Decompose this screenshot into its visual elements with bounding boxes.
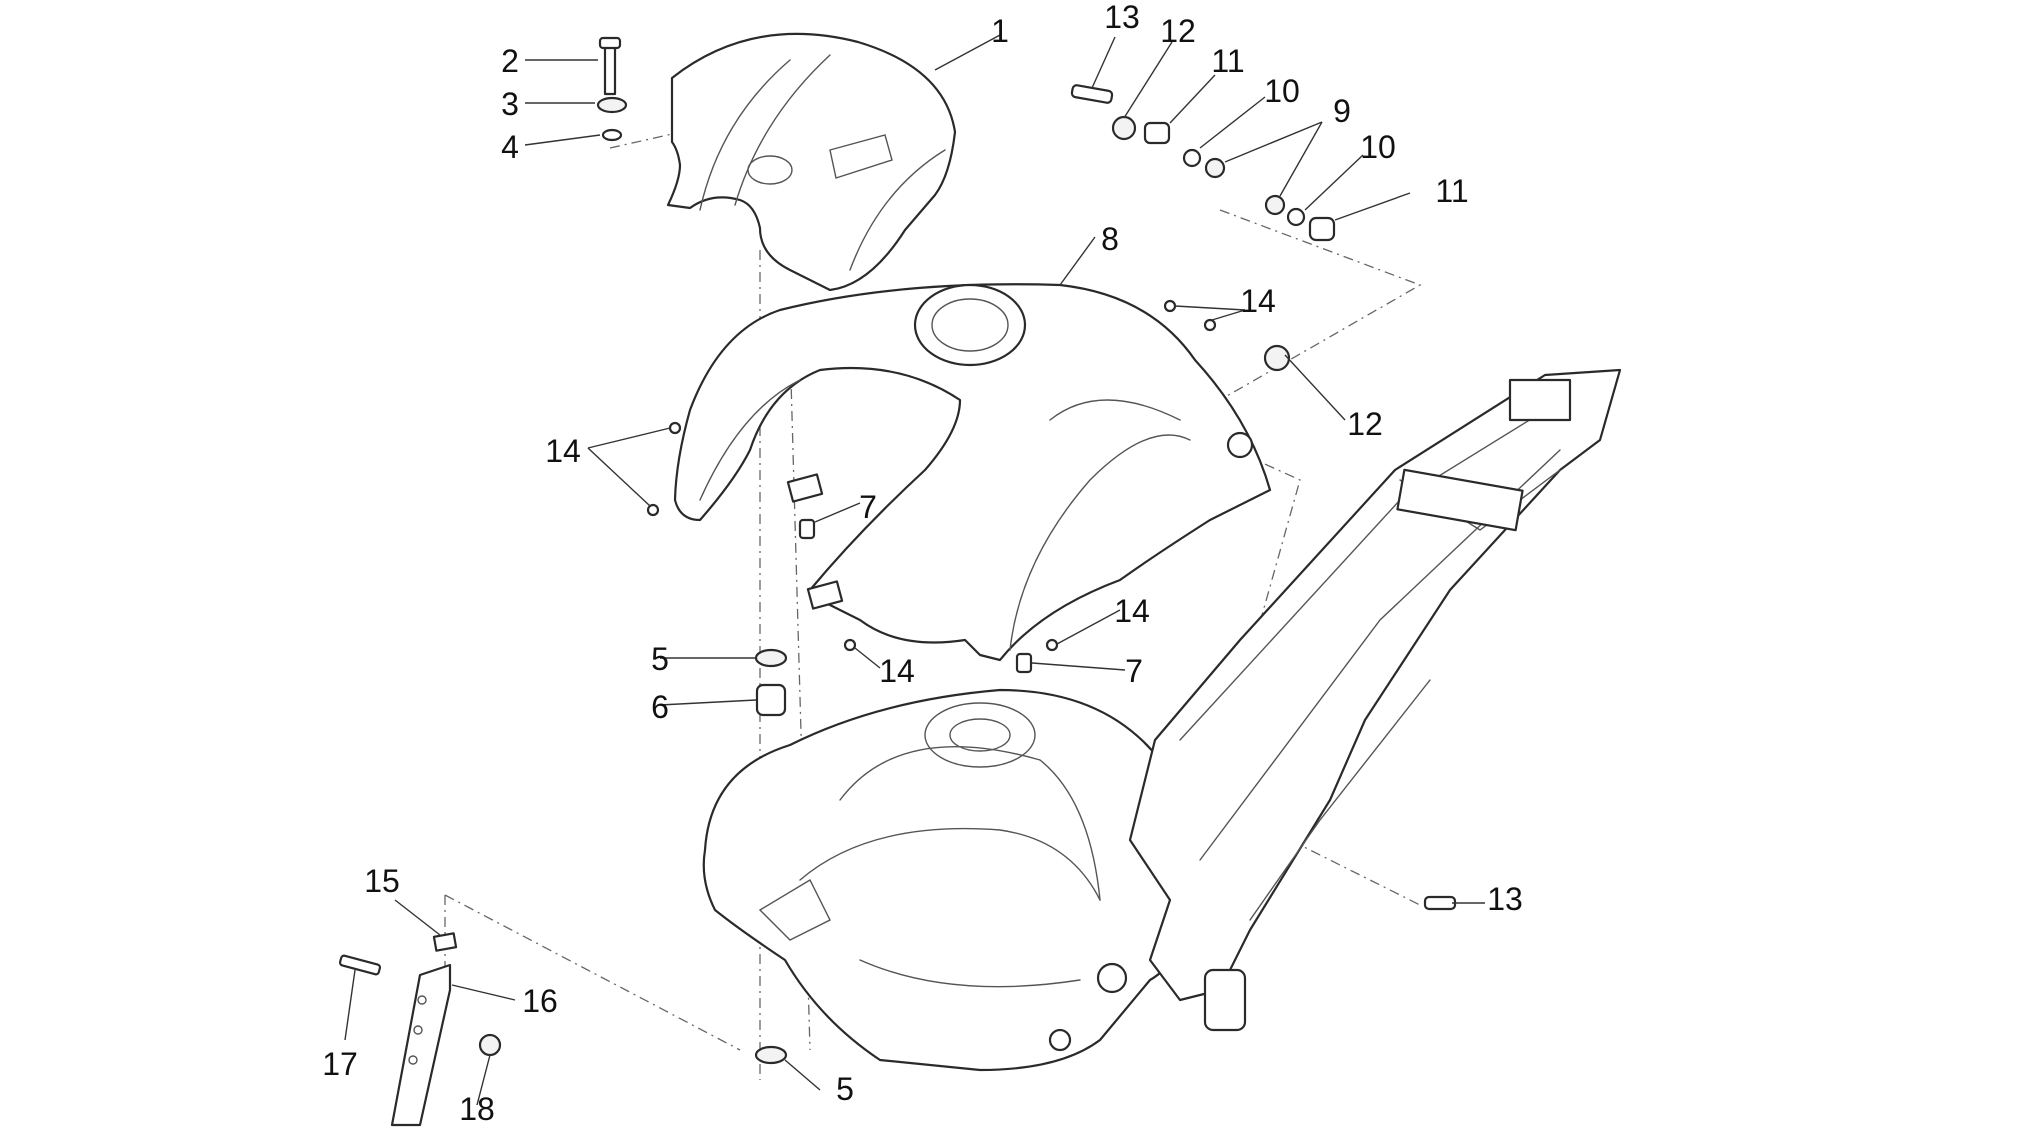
callout-16: 16 bbox=[522, 983, 558, 1019]
callout-3: 3 bbox=[501, 86, 519, 122]
callout-7-left: 7 bbox=[859, 489, 877, 525]
callout-13-top: 13 bbox=[1104, 0, 1140, 35]
callout-13-bottom: 13 bbox=[1487, 881, 1523, 917]
callout-11-top: 11 bbox=[1211, 43, 1244, 79]
callout-14-upper-right: 14 bbox=[1240, 283, 1276, 319]
callout-12-top: 12 bbox=[1160, 13, 1196, 49]
callout-18: 18 bbox=[459, 1091, 495, 1127]
frame-part bbox=[1096, 368, 1622, 1032]
support-bracket-parts bbox=[338, 932, 502, 1127]
callout-10-top: 10 bbox=[1264, 73, 1300, 109]
callout-5-top: 5 bbox=[651, 641, 669, 677]
mount-hardware-parts bbox=[1070, 84, 1336, 242]
leader-lines bbox=[344, 34, 1485, 1106]
callout-labels: 1 2 3 4 13 12 11 10 9 10 11 8 14 14 12 7… bbox=[322, 0, 1523, 1127]
callout-4: 4 bbox=[501, 129, 519, 165]
tank-fairing-part bbox=[673, 283, 1272, 662]
callout-15: 15 bbox=[364, 863, 400, 899]
callout-14-left: 14 bbox=[545, 433, 581, 469]
callout-10-right: 10 bbox=[1360, 129, 1396, 165]
callout-8: 8 bbox=[1101, 221, 1119, 257]
callout-6: 6 bbox=[651, 689, 669, 725]
fuel-tank-part bbox=[702, 688, 1192, 1072]
callout-2: 2 bbox=[501, 43, 519, 79]
callout-7-right: 7 bbox=[1125, 653, 1143, 689]
callout-1: 1 bbox=[991, 13, 1009, 49]
callout-17: 17 bbox=[322, 1046, 358, 1082]
callout-14-lower-center: 14 bbox=[879, 653, 915, 689]
rubber-mount-parts bbox=[754, 648, 788, 1065]
tank-cover-part bbox=[666, 32, 957, 292]
callout-9: 9 bbox=[1333, 93, 1351, 129]
callout-12-right: 12 bbox=[1347, 406, 1383, 442]
callout-5-bottom: 5 bbox=[836, 1071, 854, 1107]
callout-14-lower-right: 14 bbox=[1114, 593, 1150, 629]
callout-11-right: 11 bbox=[1435, 173, 1468, 209]
bolt-stack-parts bbox=[596, 36, 628, 142]
